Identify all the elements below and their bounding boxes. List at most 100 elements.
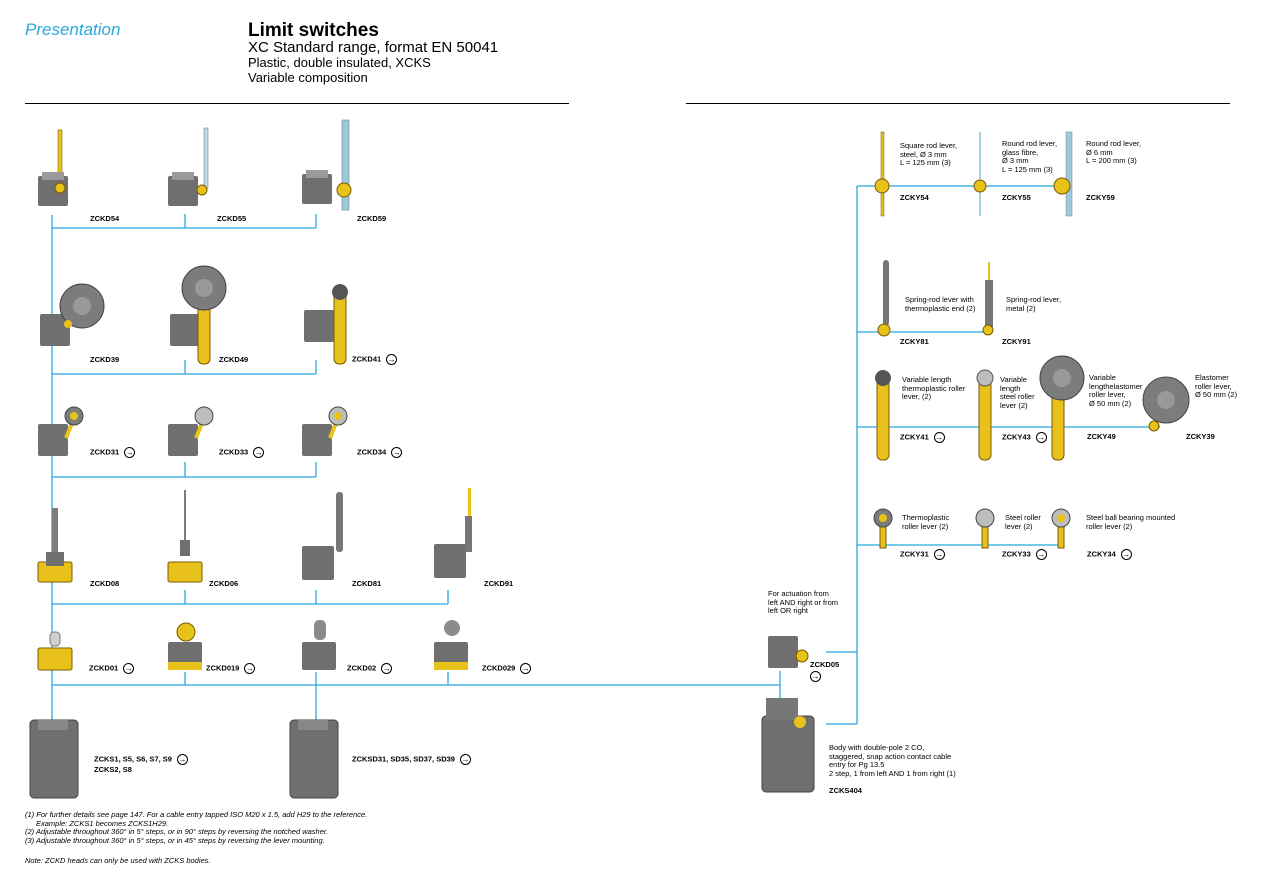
- arrow-icon[interactable]: →: [459, 754, 471, 765]
- head-zckd019-image: [168, 622, 202, 670]
- head-zckd02-image: [302, 620, 336, 670]
- arrow-icon[interactable]: →: [391, 447, 403, 458]
- code-zckd02: ZCKD02→: [347, 663, 393, 674]
- head-zckd81-image: [302, 492, 343, 580]
- code-zckd08: ZCKD08: [90, 579, 120, 588]
- code-zckd34: ZCKD34→: [357, 447, 403, 458]
- head-zckd08-image: [37, 508, 73, 583]
- lever-zcky34-image: [1051, 508, 1071, 549]
- arrow-icon[interactable]: →: [1035, 549, 1047, 560]
- head-zckd31-image: [38, 406, 84, 456]
- code-zckd59: ZCKD59: [357, 214, 387, 223]
- page-title: Limit switches: [248, 20, 379, 41]
- head-zckd029-image: [434, 620, 468, 670]
- code-zckd019: ZCKD019→: [206, 663, 256, 674]
- code-zckd54: ZCKD54: [90, 214, 120, 223]
- arrow-icon[interactable]: →: [386, 354, 398, 365]
- head-zckd59-image: [302, 119, 352, 211]
- code-zcky39: ZCKY39: [1186, 432, 1215, 441]
- code-zcky31: ZCKY31→: [900, 549, 945, 560]
- arrow-icon[interactable]: →: [244, 663, 256, 674]
- footnote-1: (1) For further details see page 147. Fo…: [25, 810, 368, 819]
- arrow-icon[interactable]: →: [381, 663, 393, 674]
- body-zcksd31-image: [289, 719, 339, 799]
- lever-zcky59-image: [1053, 131, 1073, 217]
- note-zckd-heads: Note: ZCKD heads can only be used with Z…: [25, 856, 211, 865]
- arrow-icon[interactable]: →: [933, 549, 945, 560]
- head-zckd54-image: [38, 129, 68, 206]
- code-zckd01: ZCKD01→: [89, 663, 135, 674]
- zcks404-description: Body with double-pole 2 CO, staggered, s…: [829, 743, 956, 778]
- arrow-icon[interactable]: →: [124, 447, 136, 458]
- code-zcky59: ZCKY59: [1086, 193, 1115, 202]
- arrow-icon[interactable]: →: [1035, 432, 1047, 443]
- code-zcky49: ZCKY49: [1087, 432, 1116, 441]
- code-zcky33: ZCKY33→: [1002, 549, 1047, 560]
- arrow-icon[interactable]: →: [253, 447, 265, 458]
- head-zckd34-image: [302, 406, 348, 456]
- head-zckd41-image: [304, 284, 348, 365]
- head-zckd05-image: [768, 636, 809, 668]
- code-zcky81: ZCKY81: [900, 337, 929, 346]
- arrow-icon[interactable]: →: [520, 663, 532, 674]
- lever-zcky41-image: [875, 370, 891, 461]
- lever-zcky49-image: [1039, 355, 1085, 461]
- subtitle-composition: Variable composition: [248, 70, 368, 85]
- arrow-icon[interactable]: →: [1120, 549, 1132, 560]
- code-zcksd31: ZCKSD31, SD35, SD37, SD39→: [352, 754, 471, 765]
- lever-zcky31-image: [873, 508, 893, 549]
- code-zcks404: ZCKS404: [829, 786, 862, 795]
- arrow-icon[interactable]: →: [810, 671, 821, 682]
- arrow-icon[interactable]: →: [123, 663, 135, 674]
- code-zckd81: ZCKD81: [352, 579, 382, 588]
- arrow-icon[interactable]: →: [933, 432, 945, 443]
- lever-zcky81-image: [877, 260, 891, 337]
- head-zckd06-image: [167, 490, 203, 583]
- footnote-2: (2) Adjustable throughout 360° in 5° ste…: [25, 827, 329, 837]
- zcky91-description: Spring-rod lever,metal (2): [1006, 295, 1062, 313]
- code-zckd39: ZCKD39: [90, 355, 120, 364]
- footnote-3: (3) Adjustable throughout 360° in 5° ste…: [25, 835, 325, 845]
- footnote-1-example: Example: ZCKS1 becomes ZCKS1H29.: [36, 818, 169, 828]
- code-zckd33: ZCKD33→: [219, 447, 265, 458]
- code-zckd05: ZCKD05→: [810, 660, 840, 682]
- body-zcks1-image: [29, 719, 79, 799]
- code-zcky55: ZCKY55: [1002, 193, 1031, 202]
- head-zckd01-image: [37, 631, 73, 671]
- code-zcky54: ZCKY54: [900, 193, 929, 202]
- header-rule-left: [25, 103, 569, 104]
- head-zckd39-image: [40, 283, 105, 346]
- code-zcky43: ZCKY43→: [1002, 432, 1047, 443]
- head-zckd49-image: [170, 265, 227, 365]
- code-zcks1: ZCKS1, S5, S6, S7, S9→ ZCKS2, S8: [94, 754, 188, 774]
- arrow-icon[interactable]: →: [176, 754, 188, 765]
- zckd05-description: For actuation from left AND right or fro…: [768, 589, 839, 615]
- code-zckd91: ZCKD91: [484, 579, 514, 588]
- lever-zcky43-image: [976, 369, 994, 461]
- code-zckd029: ZCKD029→: [482, 663, 532, 674]
- lever-zcky55-image: [973, 132, 987, 216]
- code-zckd41: ZCKD41→: [352, 354, 398, 365]
- footnotes: (1) For further details see page 147. Fo…: [25, 810, 585, 845]
- code-zckd49: ZCKD49: [219, 355, 249, 364]
- code-zcky34: ZCKY34→: [1087, 549, 1132, 560]
- lever-zcky54-image: [874, 131, 890, 217]
- subtitle-range: XC Standard range, format EN 50041: [248, 39, 499, 56]
- code-zcky91: ZCKY91: [1002, 337, 1031, 346]
- code-zckd06: ZCKD06: [209, 579, 239, 588]
- code-zcky41: ZCKY41→: [900, 432, 945, 443]
- lever-zcky91-image: [982, 262, 994, 336]
- section-label: Presentation: [25, 20, 121, 39]
- subtitle-material: Plastic, double insulated, XCKS: [248, 55, 431, 70]
